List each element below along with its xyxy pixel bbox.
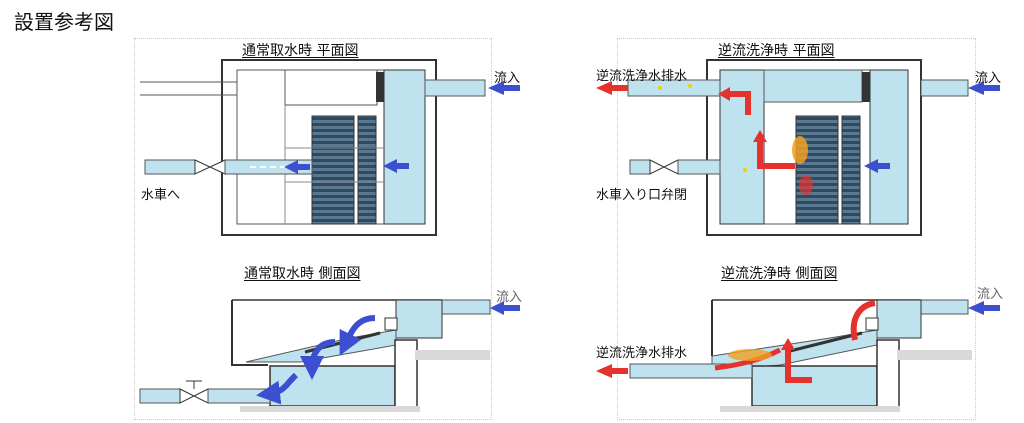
normal-plan-inflow-label: 流入 xyxy=(494,71,521,86)
backwash-plan-view xyxy=(596,59,1000,236)
normal-plan-view xyxy=(140,59,520,236)
flow-arrow xyxy=(383,159,409,173)
backwash-plan-valve-label: 水車入り口弁閉 xyxy=(596,188,688,203)
gate-mechanism xyxy=(376,72,384,102)
side-inflow-pipe xyxy=(441,299,491,315)
inflow-channel xyxy=(383,69,426,225)
screen-filter xyxy=(311,115,355,225)
backwash-side-drain-label: 逆流洗浄水排水 xyxy=(596,346,688,361)
outflow-pipe xyxy=(144,159,196,175)
normal-side-title: 通常取水時 側面図 xyxy=(244,266,361,282)
inflow-arrow xyxy=(488,81,520,95)
backwash-side-inflow-label: 流入 xyxy=(977,287,1004,302)
page-title: 設置参考図 xyxy=(14,10,114,34)
outflow-arrow xyxy=(284,160,310,174)
normal-plan-title: 通常取水時 平面図 xyxy=(242,43,359,59)
normal-plan-outflow-label: 水車へ xyxy=(141,188,181,203)
backwash-plan-inflow-label: 流入 xyxy=(975,71,1002,86)
backwash-plan-drain-label: 逆流洗浄水排水 xyxy=(596,69,688,84)
normal-side-inflow-label: 流入 xyxy=(496,290,523,305)
screen-filter-2 xyxy=(357,115,377,225)
valve-icon xyxy=(194,159,226,175)
backwash-side-view xyxy=(596,299,1000,412)
side-valve-icon xyxy=(179,388,209,404)
inflow-pipe xyxy=(424,79,486,97)
backwash-plan-title: 逆流洗浄時 平面図 xyxy=(718,43,835,59)
side-inflow-arrow xyxy=(490,301,520,315)
top-compartment xyxy=(284,69,378,106)
drain-arrow xyxy=(596,81,628,95)
backwash-side-title: 逆流洗浄時 側面図 xyxy=(721,266,838,282)
normal-side-view xyxy=(139,299,520,412)
